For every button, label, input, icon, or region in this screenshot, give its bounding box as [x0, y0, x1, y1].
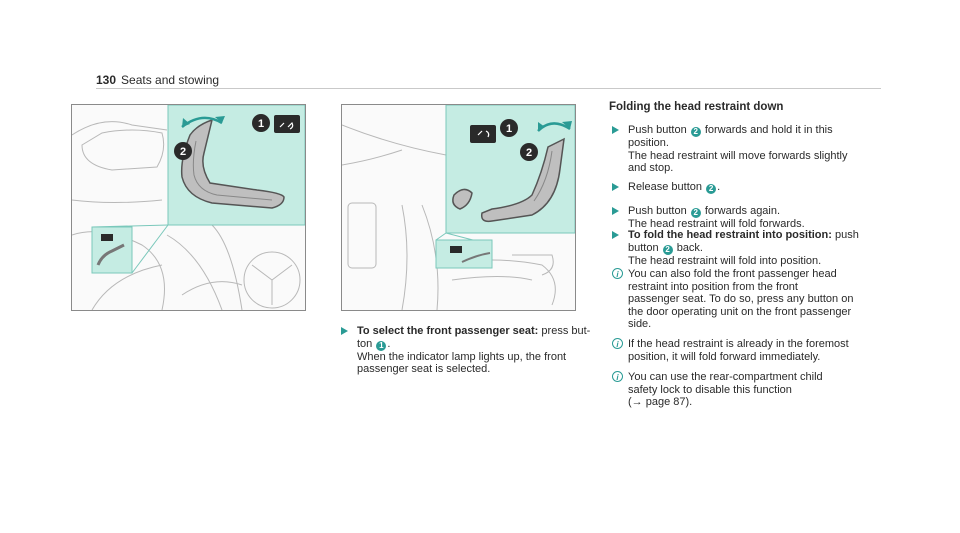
step-text: .	[387, 337, 391, 350]
info-icon: i	[612, 371, 623, 382]
step-text: When the indicator lamp lights up, the f…	[357, 350, 567, 363]
step-text: .	[717, 181, 721, 193]
note-text: You can also fold the front passenger he…	[628, 268, 837, 280]
callout-1	[500, 119, 518, 137]
step-text: Release button	[628, 181, 706, 193]
step-text: The head restraint will fold forwards.	[628, 218, 805, 230]
page-section-title: Seats and stowing	[121, 73, 220, 87]
button-2-badge: 2	[706, 184, 717, 194]
step-text: Push button	[628, 124, 690, 136]
callout-1-label: 1	[506, 123, 512, 135]
step-text: The head restraint will fold into positi…	[628, 254, 822, 267]
callout-1-label: 1	[258, 118, 264, 130]
page-header: 130 Seats and stowing	[96, 73, 219, 87]
button-2-badge: 2	[662, 244, 673, 255]
note-text: If the head restraint is already in the …	[628, 338, 849, 350]
button-2-badge: 2	[690, 127, 701, 137]
seat-illustration: 1 2	[341, 104, 576, 311]
button-2-badge: 2	[690, 208, 701, 218]
callout-2	[520, 143, 538, 161]
step-text: The head restraint will move forwards sl…	[628, 149, 848, 162]
step-arrow-icon	[612, 126, 619, 134]
step-text: button	[628, 241, 662, 254]
step-arrow-icon	[612, 183, 619, 191]
seat-drawing: 1 2	[342, 105, 575, 310]
step-arrow-icon	[612, 207, 619, 215]
step-heading: To select the front passenger seat:	[357, 325, 539, 337]
section-heading: Folding the head restraint down	[609, 101, 784, 113]
step-text: ton	[357, 337, 376, 350]
step-text: push	[831, 229, 859, 241]
note-text: side.	[628, 318, 652, 330]
step-arrow-icon	[341, 327, 348, 335]
step-text: back.	[673, 241, 703, 254]
step-arrow-icon	[612, 231, 619, 239]
seat-button-icon	[470, 125, 496, 143]
callout-2-label: 2	[180, 146, 186, 158]
step-text: forwards and hold it in this	[701, 124, 833, 136]
step-heading: To fold the head restraint into position…	[628, 229, 832, 241]
door-panel-illustration: 1 2	[71, 104, 306, 311]
callout-2-label: 2	[526, 147, 532, 159]
seat-button-icon	[274, 115, 300, 133]
step-text: and stop.	[628, 162, 674, 174]
callout-2	[174, 142, 192, 160]
note-text: safety lock to disable this function	[628, 383, 792, 396]
info-icon: i	[612, 338, 623, 349]
note-text: restraint into position from the front	[628, 280, 798, 293]
step-text: forwards again.	[701, 205, 781, 217]
step-text: position.	[628, 137, 669, 149]
note-text: passenger seat. To do so, press any butt…	[628, 293, 854, 305]
button-1-badge: 1	[376, 340, 387, 351]
door-panel-drawing: 1 2	[72, 105, 305, 310]
callout-1	[252, 114, 270, 132]
note-text: the door operating unit on the front pas…	[628, 305, 852, 318]
note-text: position, it will fold forward immediate…	[628, 350, 821, 363]
page-number: 130	[96, 73, 117, 87]
step-text: press but-	[538, 325, 591, 337]
info-icon: i	[612, 268, 623, 279]
step-text: Push button	[628, 205, 690, 217]
page-reference-link[interactable]: (→ page 87).	[628, 396, 693, 408]
header-divider	[96, 88, 881, 89]
note-text: You can use the rear-compartment child	[628, 371, 823, 383]
step-text: passenger seat is selected.	[357, 363, 491, 375]
